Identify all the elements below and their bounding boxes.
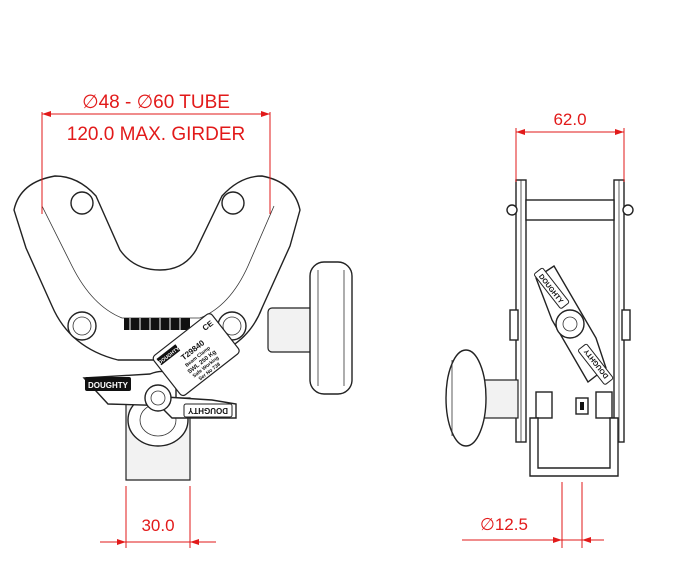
dim-side-width: 62.0	[553, 110, 586, 129]
dim-bottom-width: 30.0	[141, 516, 174, 535]
front-hole-top-left	[70, 191, 94, 215]
front-dimensions: ∅48 - ∅60 TUBE 120.0 MAX. GIRDER 30.0	[41, 92, 271, 548]
front-jaw-serration	[124, 318, 190, 330]
dim-tube-range: ∅48 - ∅60 TUBE	[82, 92, 230, 113]
dim-girder-max: 120.0 MAX. GIRDER	[67, 124, 245, 145]
front-pivot-bolt	[144, 384, 172, 412]
front-hole-bottom-left	[67, 311, 97, 341]
front-view: DOUGHTY DOUGHTY DOUGHTY CE T29840 Beam C…	[13, 92, 353, 548]
side-swivel-link: DOUGHTY DOUGHTY	[534, 265, 614, 385]
side-view: DOUGHTY DOUGHTY 62.0 ∅12.5	[445, 110, 634, 548]
front-handwheel	[267, 261, 353, 395]
front-label-right: DOUGHTY	[187, 406, 228, 415]
side-nut-right	[595, 391, 613, 419]
front-clamp-body	[13, 175, 301, 361]
side-top-spacer	[525, 199, 615, 221]
front-hole-top-right	[221, 191, 245, 215]
front-label-left: DOUGHTY	[88, 381, 129, 390]
dim-bolt-diameter: ∅12.5	[480, 515, 528, 534]
side-nut-left	[535, 391, 553, 419]
front-swivel-arms: DOUGHTY DOUGHTY	[82, 370, 237, 419]
side-shackle	[529, 417, 619, 477]
front-rating-plate: DOUGHTY CE T29840 Beam Clamp SWL 250 Kg …	[152, 313, 240, 397]
side-dimensions: 62.0 ∅12.5	[462, 110, 625, 548]
side-handwheel	[445, 349, 519, 447]
